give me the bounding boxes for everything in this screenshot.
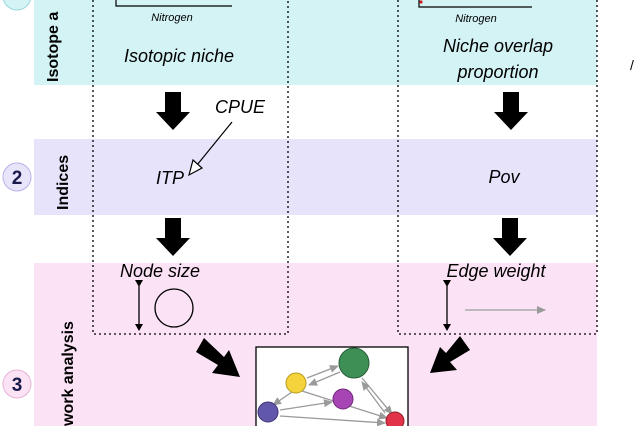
edge-blue-purple: [279, 399, 333, 411]
edge-yellow-blue: [272, 391, 293, 406]
network-node-red: [385, 411, 405, 426]
network-node-yellow: [285, 372, 307, 394]
network-node-green: [338, 347, 370, 379]
network-box: [255, 346, 409, 426]
edge-green-yellow: [308, 371, 341, 386]
edge-mark: /: [630, 57, 634, 73]
right-plot-axes: [418, 0, 532, 8]
cpue-label: CPUE: [215, 97, 266, 117]
left-plot-axes: [115, 0, 232, 7]
left-diagonal-arrow: [196, 338, 240, 377]
edge-blue-red: [279, 415, 386, 426]
edge-weight-label: Edge weight: [446, 261, 546, 281]
network-edges: [272, 365, 393, 426]
right-axis-label: Nitrogen: [455, 13, 497, 25]
niche-overlap-label-line1: Niche overlap: [443, 36, 553, 56]
network-node-blue: [257, 401, 279, 423]
isotope-section-label: Isotope a: [45, 12, 62, 82]
itp-label: ITP: [156, 168, 184, 188]
step-2-badge: [2, 162, 32, 192]
cpue-arrow-shaft: [196, 121, 233, 166]
right-diagonal-arrow: [430, 336, 470, 373]
left-column-frame: [92, 0, 289, 335]
step-3-badge: [2, 369, 32, 399]
pov-label: Pov: [488, 167, 520, 187]
isotopic-niche-label: Isotopic niche: [124, 46, 234, 66]
niche-overlap-label-line2: proportion: [456, 62, 538, 82]
left-axis-label: Nitrogen: [151, 12, 193, 24]
right-down-arrow-2: [493, 218, 527, 256]
indices-band: [34, 139, 597, 215]
cpue-arrow-head: [188, 158, 204, 177]
network-section-label: work analysis: [60, 321, 77, 426]
left-down-arrow-2: [156, 218, 190, 256]
edge-yellow-green: [306, 365, 339, 379]
step-3-number: 3: [12, 375, 23, 396]
right-down-arrow-1: [494, 92, 528, 130]
node-size-label: Node size: [120, 261, 200, 281]
node-size-circle: [154, 288, 194, 328]
step-2-number: 2: [12, 168, 23, 189]
right-column-frame: [397, 0, 598, 335]
indices-section-label: Indices: [55, 155, 72, 210]
network-node-purple: [332, 388, 354, 410]
step-1-badge: [3, 0, 31, 11]
left-down-arrow-1: [156, 92, 190, 130]
isotope-band: [34, 0, 597, 85]
right-plot-point: [419, 0, 423, 4]
edge-red-green: [361, 381, 386, 414]
